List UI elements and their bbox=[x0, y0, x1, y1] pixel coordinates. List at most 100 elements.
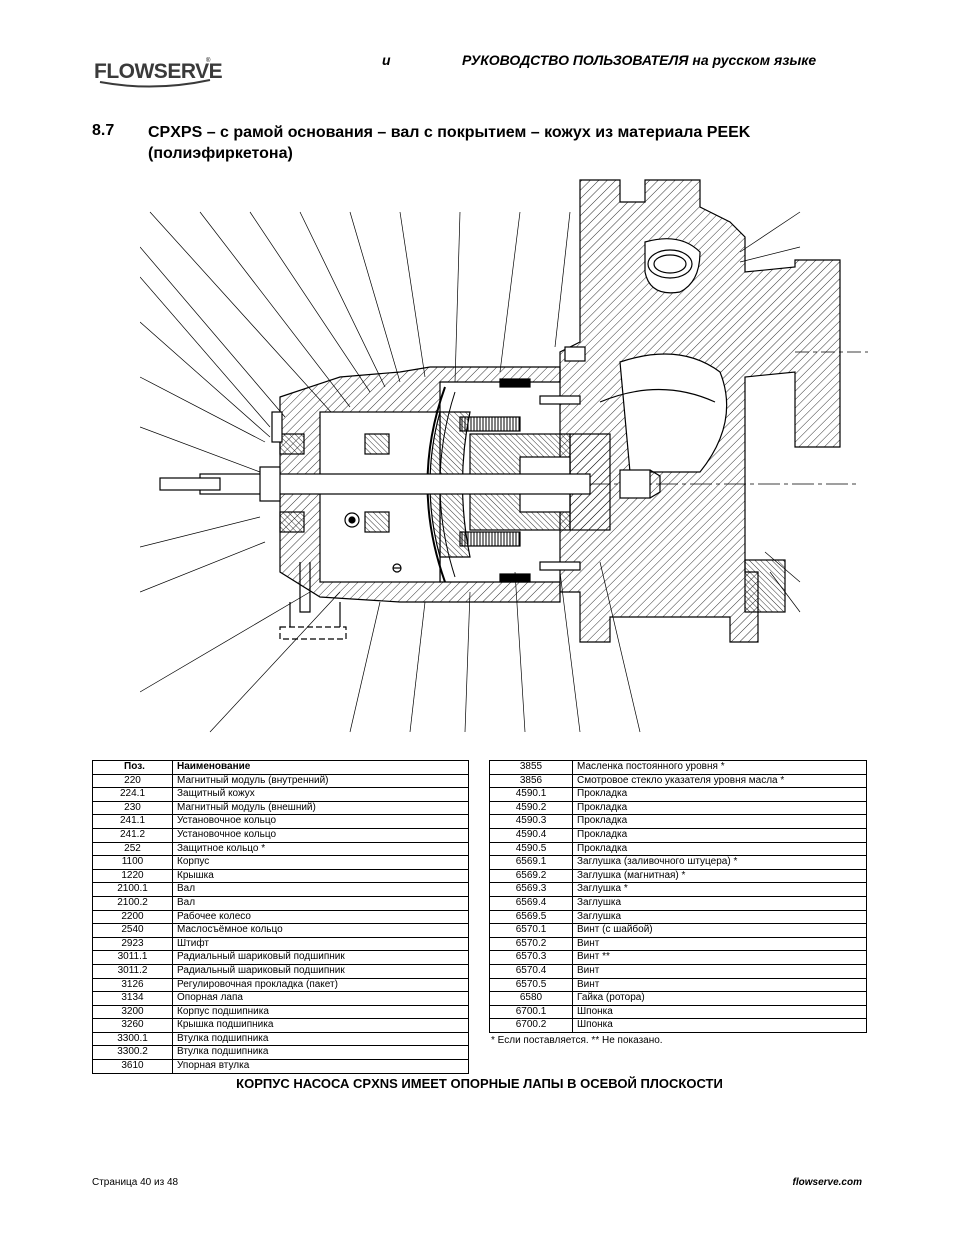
part-name: Установочное кольцо bbox=[172, 827, 469, 843]
part-name: Защитное кольцо * bbox=[172, 841, 469, 857]
part-name: Корпус подшипника bbox=[172, 1004, 469, 1020]
part-name: Рабочее колесо bbox=[172, 909, 469, 925]
table-header-row: Поз. Наименование bbox=[92, 760, 469, 775]
part-position: 6570.5 bbox=[489, 977, 573, 993]
part-position: 3134 bbox=[92, 991, 173, 1006]
part-name: Втулка подшипника bbox=[172, 1031, 469, 1047]
part-name: Магнитный модуль (внутренний) bbox=[172, 773, 469, 789]
part-position: 6570.4 bbox=[489, 963, 573, 979]
part-name: Втулка подшипника bbox=[172, 1045, 469, 1061]
part-name: Крышка подшипника bbox=[172, 1018, 469, 1033]
logo-swoosh-icon bbox=[99, 79, 211, 88]
part-name: Смотровое стекло указателя уровня масла … bbox=[572, 773, 867, 789]
part-name: Корпус bbox=[172, 855, 469, 870]
part-position: 6569.4 bbox=[489, 895, 573, 911]
section-number: 8.7 bbox=[92, 122, 115, 139]
part-name: Винт ** bbox=[572, 950, 867, 965]
part-position: 3300.2 bbox=[92, 1045, 173, 1061]
part-position: 6570.3 bbox=[489, 950, 573, 965]
part-position: 224.1 bbox=[92, 787, 173, 802]
logo-text: FLOWSERVE bbox=[94, 60, 223, 83]
part-position: 4590.3 bbox=[489, 814, 573, 829]
header-mark: и bbox=[382, 52, 391, 68]
part-position: 6569.5 bbox=[489, 909, 573, 925]
part-position: 3260 bbox=[92, 1018, 173, 1033]
part-name: Магнитный модуль (внешний) bbox=[172, 800, 469, 816]
column-header-name: Наименование bbox=[172, 760, 469, 775]
header-title: РУКОВОДСТВО ПОЛЬЗОВАТЕЛЯ на русском язык… bbox=[462, 52, 817, 68]
part-name: Шпонка bbox=[572, 1004, 867, 1020]
section-title: CPXPS – с рамой основания – вал с покрыт… bbox=[148, 124, 751, 162]
part-name: Прокладка bbox=[572, 841, 867, 857]
part-name: Заглушка (заливочного штуцера) * bbox=[572, 855, 867, 870]
part-position: 3126 bbox=[92, 977, 173, 993]
part-position: 241.2 bbox=[92, 827, 173, 843]
part-position: 4590.5 bbox=[489, 841, 573, 857]
part-position: 3855 bbox=[489, 760, 573, 775]
part-position: 3610 bbox=[92, 1059, 173, 1074]
part-name: Прокладка bbox=[572, 800, 867, 816]
part-position: 4590.1 bbox=[489, 787, 573, 802]
part-position: 6569.2 bbox=[489, 868, 573, 884]
logo-trademark: ® bbox=[206, 58, 211, 64]
part-name: Заглушка * bbox=[572, 882, 867, 897]
part-name: Прокладка bbox=[572, 827, 867, 843]
part-position: 252 bbox=[92, 841, 173, 857]
part-name: Установочное кольцо bbox=[172, 814, 469, 829]
part-position: 6700.1 bbox=[489, 1004, 573, 1020]
part-name: Шпонка bbox=[572, 1018, 867, 1033]
part-position: 2540 bbox=[92, 923, 173, 938]
part-name: Гайка (ротора) bbox=[572, 991, 867, 1006]
website-link[interactable]: flowserve.com bbox=[792, 1177, 862, 1188]
part-position: 3200 bbox=[92, 1004, 173, 1020]
part-position: 4590.2 bbox=[489, 800, 573, 816]
column-header-pos: Поз. bbox=[92, 760, 173, 775]
part-name: Опорная лапа bbox=[172, 991, 469, 1006]
part-position: 2923 bbox=[92, 936, 173, 952]
part-position: 6569.1 bbox=[489, 855, 573, 870]
part-position: 3300.1 bbox=[92, 1031, 173, 1047]
part-name: Упорная втулка bbox=[172, 1059, 469, 1074]
part-position: 6700.2 bbox=[489, 1018, 573, 1033]
part-name: Радиальный шариковый подшипник bbox=[172, 963, 469, 979]
part-name: Масленка постоянного уровня * bbox=[572, 760, 867, 775]
part-position: 6570.2 bbox=[489, 936, 573, 952]
part-name: Винт bbox=[572, 977, 867, 993]
part-position: 3011.1 bbox=[92, 950, 173, 965]
pump-cross-section-drawing bbox=[140, 179, 868, 733]
part-name: Штифт bbox=[172, 936, 469, 952]
